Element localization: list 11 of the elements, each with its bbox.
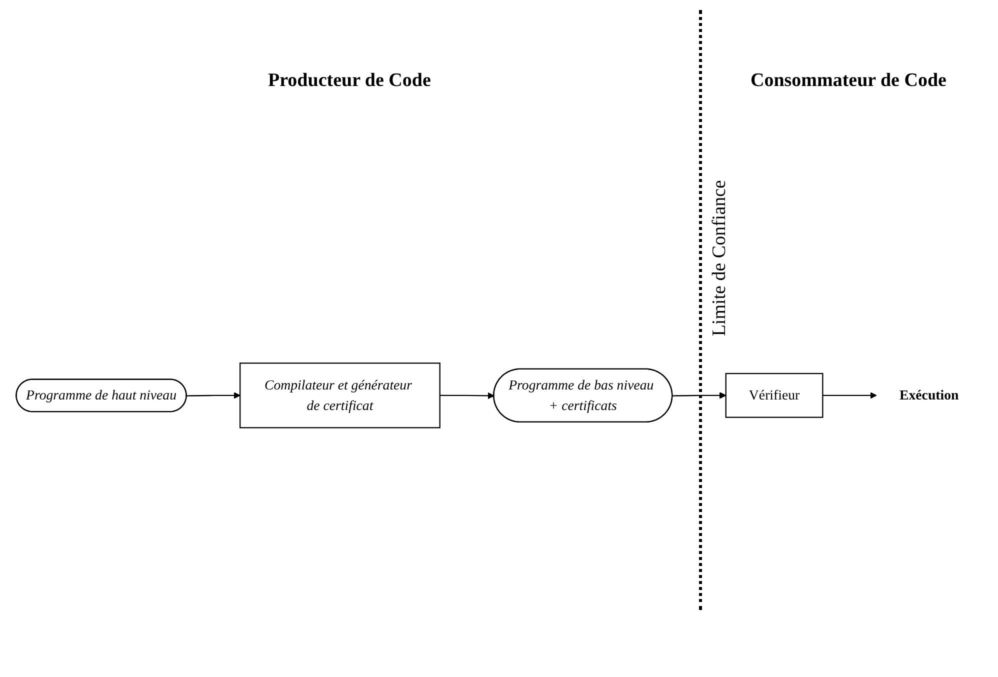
column-heading: Consommateur de Code bbox=[750, 70, 946, 92]
node-box bbox=[725, 372, 824, 418]
arrow bbox=[186, 392, 240, 398]
arrow bbox=[672, 392, 726, 398]
arrow bbox=[440, 392, 494, 399]
node-text: Exécution bbox=[900, 386, 959, 402]
column-heading: Producteur de Code bbox=[268, 70, 431, 92]
node-box bbox=[239, 362, 440, 428]
arrow bbox=[822, 392, 877, 398]
boundary-label: Limite de Confiance bbox=[708, 180, 731, 336]
flowchart-drawing: Programme de haut niveau Compilateur et générateur de certificat Programme de bas niveau + certificats Vérifieur Exécution bbox=[10, 356, 988, 434]
